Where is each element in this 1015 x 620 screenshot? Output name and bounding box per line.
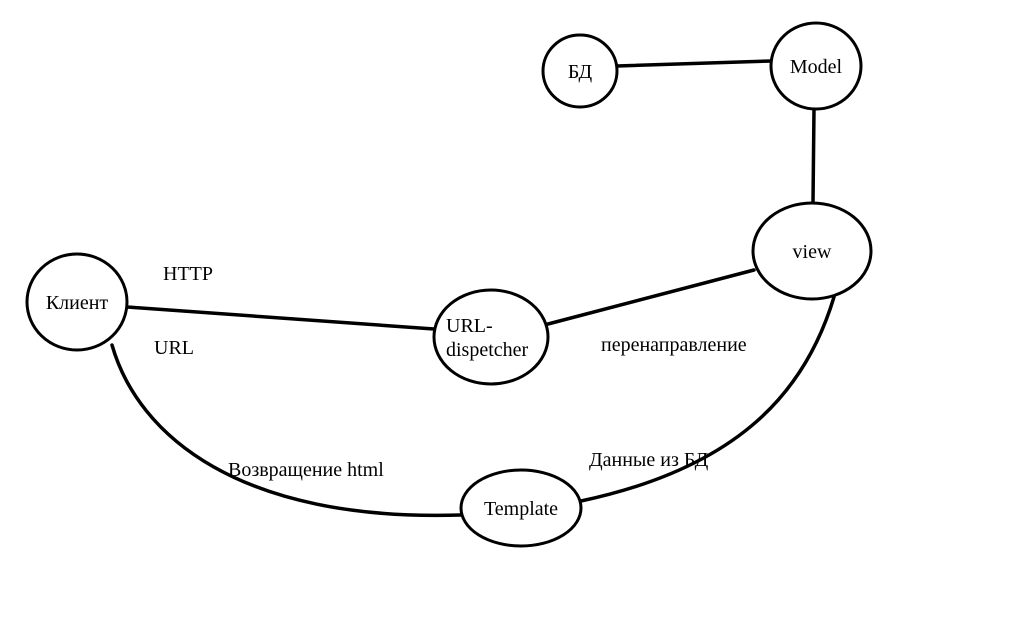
edge-url-dispetcher-view bbox=[546, 268, 756, 326]
edge-model-view bbox=[811, 107, 816, 205]
node-template: Template bbox=[459, 468, 583, 548]
edge-client-url-dispetcher bbox=[125, 305, 436, 331]
label-url: URL bbox=[154, 337, 194, 359]
view-label: view bbox=[793, 241, 832, 263]
label-return-html: Возвращение html bbox=[228, 459, 384, 481]
edge-view-template bbox=[579, 295, 836, 503]
db-label: БД bbox=[568, 61, 593, 83]
node-model: Model bbox=[769, 21, 863, 111]
label-data-from-db: Данные из БД bbox=[589, 449, 709, 471]
label-redirect: перенаправление bbox=[601, 334, 747, 356]
db-shape bbox=[541, 33, 619, 109]
edge-db-model bbox=[615, 59, 773, 68]
node-db: БД bbox=[541, 33, 619, 109]
view-shape bbox=[751, 201, 873, 301]
node-view: view bbox=[751, 201, 873, 301]
template-label: Template bbox=[484, 498, 558, 520]
label-http: HTTP bbox=[163, 263, 213, 285]
model-label: Model bbox=[790, 56, 843, 78]
client-shape bbox=[25, 252, 129, 352]
edge-client-template bbox=[110, 343, 463, 518]
url-dispetcher-label: URL-dispetcher bbox=[446, 315, 529, 361]
node-url-dispetcher: URL-dispetcher bbox=[432, 288, 550, 386]
template-shape bbox=[459, 468, 583, 548]
model-shape bbox=[769, 21, 863, 111]
node-client: Клиент bbox=[25, 252, 129, 352]
edges-layer bbox=[110, 59, 836, 518]
url-dispetcher-shape bbox=[432, 288, 550, 386]
client-label: Клиент bbox=[46, 292, 109, 314]
